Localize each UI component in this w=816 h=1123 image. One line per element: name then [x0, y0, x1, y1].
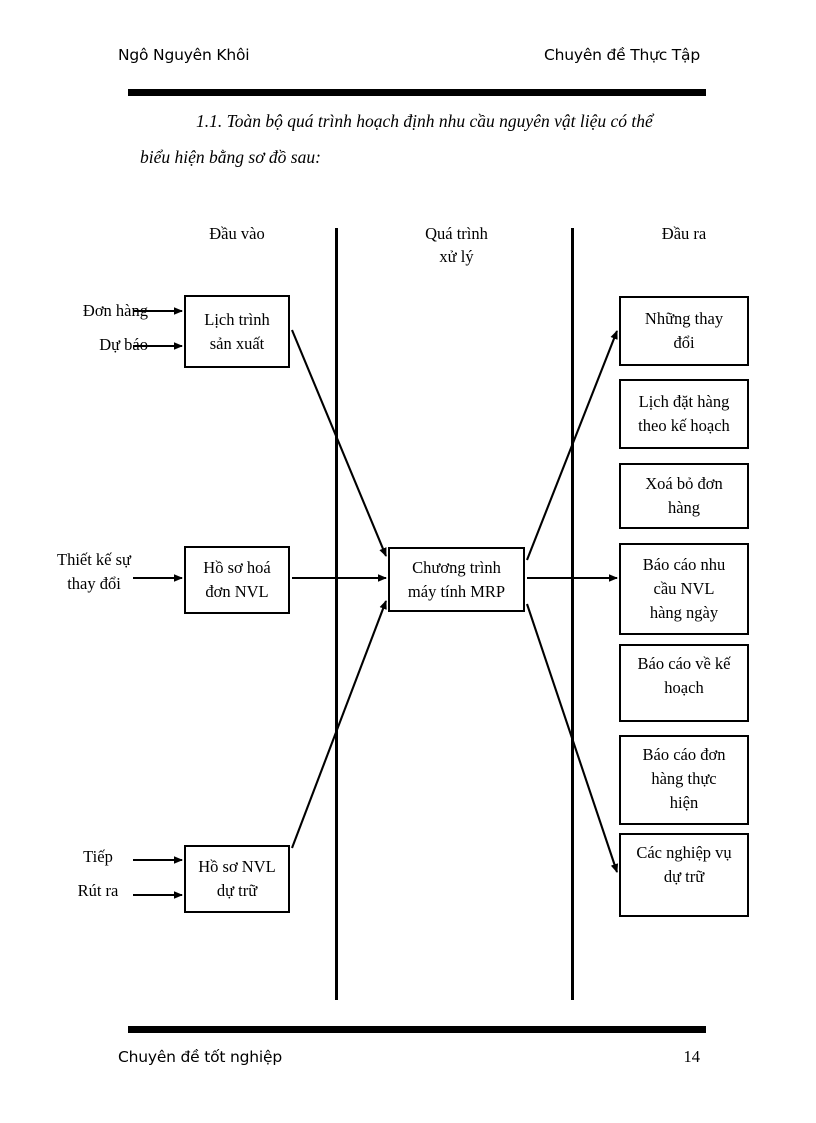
box-bao-cao-don-hang-thuc-hien[interactable]: Báo cáo đơn hàng thực hiện — [619, 735, 749, 825]
page-number: 14 — [683, 1047, 701, 1066]
arrow-ho-so-nvl-to-mrp — [291, 600, 387, 849]
intro-paragraph: 1.1. Toàn bộ quá trình hoạch định nhu cầ… — [118, 103, 718, 175]
column-header-input: Đầu vào — [209, 224, 265, 243]
box-lich-dat-hang-theo-ke-hoach[interactable]: Lịch đặt hàng theo kế hoạch — [619, 379, 749, 449]
box-bao-cao-nhu-cau-nvl-hang-ngay[interactable]: Báo cáo nhu cầu NVL hàng ngày — [619, 543, 749, 635]
page-header: Ngô Nguyên Khôi Chuyên đề Thực Tập — [118, 46, 700, 70]
divider-line-right — [571, 228, 574, 1000]
box-bao-cao-ve-ke-hoach[interactable]: Báo cáo về kế hoạch — [619, 644, 749, 722]
input-label-du-bao: Dự báo — [99, 335, 148, 354]
column-header-output: Đầu ra — [661, 224, 707, 243]
box-cac-nghiep-vu-du-tru[interactable]: Các nghiệp vụ dự trữ — [619, 833, 749, 917]
footer-rule — [128, 1026, 706, 1033]
column-header-process: Quá trình xử lý — [425, 224, 488, 266]
input-label-don-hang: Đơn hàng — [82, 301, 148, 320]
input-label-tiep: Tiếp — [83, 847, 113, 866]
box-ho-so-nvl-du-tru[interactable]: Hồ sơ NVL dự trữ — [184, 845, 290, 913]
divider-line-left — [335, 228, 338, 1000]
intro-line-1: 1.1. Toàn bộ quá trình hoạch định nhu cầ… — [196, 111, 653, 131]
footer-title: Chuyên đề tốt nghiệp — [118, 1048, 282, 1066]
page-footer: Chuyên đề tốt nghiệp 14 — [118, 1047, 700, 1071]
input-label-rut-ra: Rút ra — [77, 881, 119, 900]
header-author: Ngô Nguyên Khôi — [118, 46, 250, 64]
box-ho-so-hoa-don-nvl[interactable]: Hồ sơ hoá đơn NVL — [184, 546, 290, 614]
input-label-thiet-ke-su-thay-doi: Thiết kế sự thay đổi — [56, 550, 131, 593]
box-nhung-thay-doi[interactable]: Những thay đổi — [619, 296, 749, 366]
intro-line-2: biểu hiện bằng sơ đồ sau: — [140, 147, 321, 167]
header-rule — [128, 89, 706, 96]
header-title: Chuyên đề Thực Tập — [543, 46, 700, 64]
box-chuong-trinh-may-tinh-mrp[interactable]: Chương trình máy tính MRP — [388, 547, 525, 612]
arrow-lich-trinh-to-mrp — [291, 329, 387, 557]
box-xoa-bo-don-hang[interactable]: Xoá bỏ đơn hàng — [619, 463, 749, 529]
box-lich-trinh-san-xuat[interactable]: Lịch trình sản xuất — [184, 295, 290, 368]
